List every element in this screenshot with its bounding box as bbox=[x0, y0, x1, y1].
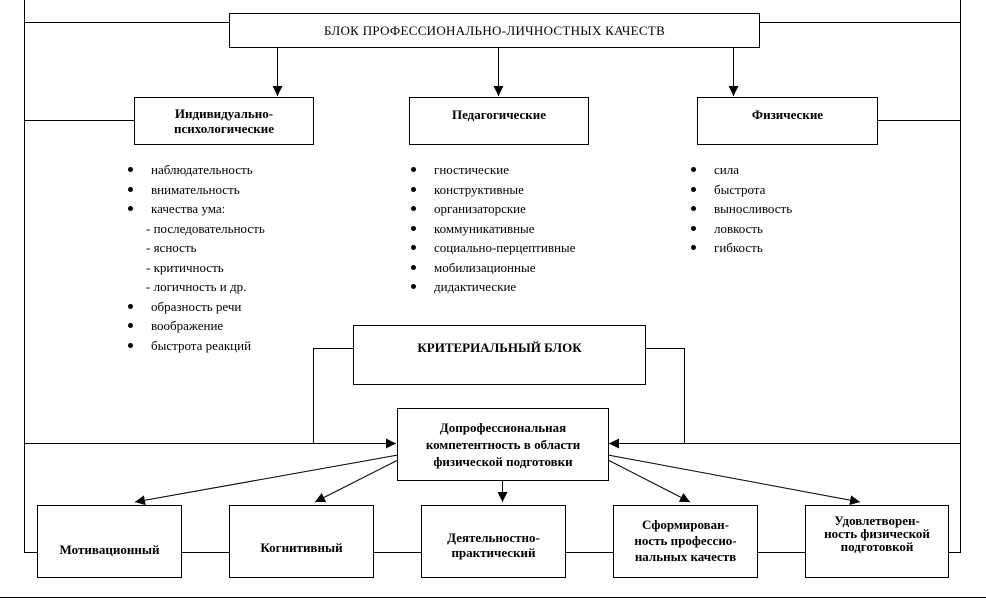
criterion-cognitive-box: Когнитивный bbox=[229, 505, 374, 578]
category-pedagogical-title: Педагогические bbox=[451, 107, 547, 122]
category-individual-box: Индивидуально- психологические bbox=[134, 97, 314, 145]
sub-list-item: - ясность bbox=[146, 240, 197, 255]
list-item: мобилизационные bbox=[409, 258, 575, 278]
list-item: гностические bbox=[409, 160, 575, 180]
list-item: выносливость bbox=[689, 199, 792, 219]
sub-list-item: - критичность bbox=[146, 259, 224, 275]
top-block-box: БЛОК ПРОФЕССИОНАЛЬНО-ЛИЧНОСТНЫХ КАЧЕСТВ bbox=[229, 13, 760, 48]
criterial-block-box: КРИТЕРИАЛЬНЫЙ БЛОК bbox=[353, 325, 646, 385]
arrow-to-cognitive bbox=[314, 459, 399, 503]
top-block-title: БЛОК ПРОФЕССИОНАЛЬНО-ЛИЧНОСТНЫХ КАЧЕСТВ bbox=[323, 23, 666, 38]
list-item: воображение bbox=[126, 316, 265, 336]
list-item: образность речи bbox=[126, 297, 265, 317]
list-item: сила bbox=[689, 160, 792, 180]
list-item: качества ума: bbox=[126, 199, 265, 219]
list-item: быстрота реакций bbox=[126, 336, 265, 356]
criterion-activity-title: Деятельностно- практический bbox=[447, 530, 540, 560]
pedagogical-qualities-list: гностические конструктивные организаторс… bbox=[409, 160, 575, 297]
sub-list-item: - последовательность bbox=[146, 220, 265, 236]
list-item: организаторские bbox=[409, 199, 575, 219]
criterial-block-title: КРИТЕРИАЛЬНЫЙ БЛОК bbox=[417, 340, 582, 355]
criterion-satisfied-title: Удовлетворен- ность физической подготовк… bbox=[824, 513, 930, 554]
arrow-to-motivational bbox=[134, 454, 399, 506]
center-competence-box: Допрофессиональная компетентность в обла… bbox=[397, 408, 609, 481]
sub-list-item: - логичность и др. bbox=[146, 279, 247, 294]
list-item: социально-перцептивные bbox=[409, 238, 575, 258]
criterion-satisfied-box: Удовлетворен- ность физической подготовк… bbox=[805, 505, 949, 578]
list-item: быстрота bbox=[689, 180, 792, 200]
list-item: внимательность bbox=[126, 180, 265, 200]
criterion-cognitive-title: Когнитивный bbox=[260, 540, 343, 555]
list-item: ловкость bbox=[689, 219, 792, 239]
individual-qualities-list: наблюдательность внимательность качества… bbox=[126, 160, 265, 355]
criterion-motivational-title: Мотивационный bbox=[59, 542, 160, 557]
arrow-to-satisfied bbox=[607, 454, 861, 506]
criterion-motivational-box: Мотивационный bbox=[37, 505, 182, 578]
list-item: наблюдательность bbox=[126, 160, 265, 180]
physical-qualities-list: сила быстрота выносливость ловкость гибк… bbox=[689, 160, 792, 258]
category-physical-box: Физические bbox=[697, 97, 878, 145]
center-competence-title: Допрофессиональная компетентность в обла… bbox=[425, 420, 581, 469]
criterion-formed-title: Сформирован- ность профессио- нальных ка… bbox=[634, 517, 737, 564]
category-individual-title: Индивидуально- психологические bbox=[173, 106, 275, 136]
arrow-to-formed bbox=[607, 459, 691, 503]
criterial-left-bracket bbox=[313, 348, 353, 443]
category-pedagogical-box: Педагогические bbox=[409, 97, 589, 145]
criterial-right-bracket bbox=[645, 348, 685, 443]
category-physical-title: Физические bbox=[751, 107, 824, 122]
list-item: гибкость bbox=[689, 238, 792, 258]
list-item: коммуникативные bbox=[409, 219, 575, 239]
list-item: дидактические bbox=[409, 277, 575, 297]
list-item: конструктивные bbox=[409, 180, 575, 200]
criterion-activity-box: Деятельностно- практический bbox=[421, 505, 566, 578]
criterion-formed-box: Сформирован- ность профессио- нальных ка… bbox=[613, 505, 758, 578]
